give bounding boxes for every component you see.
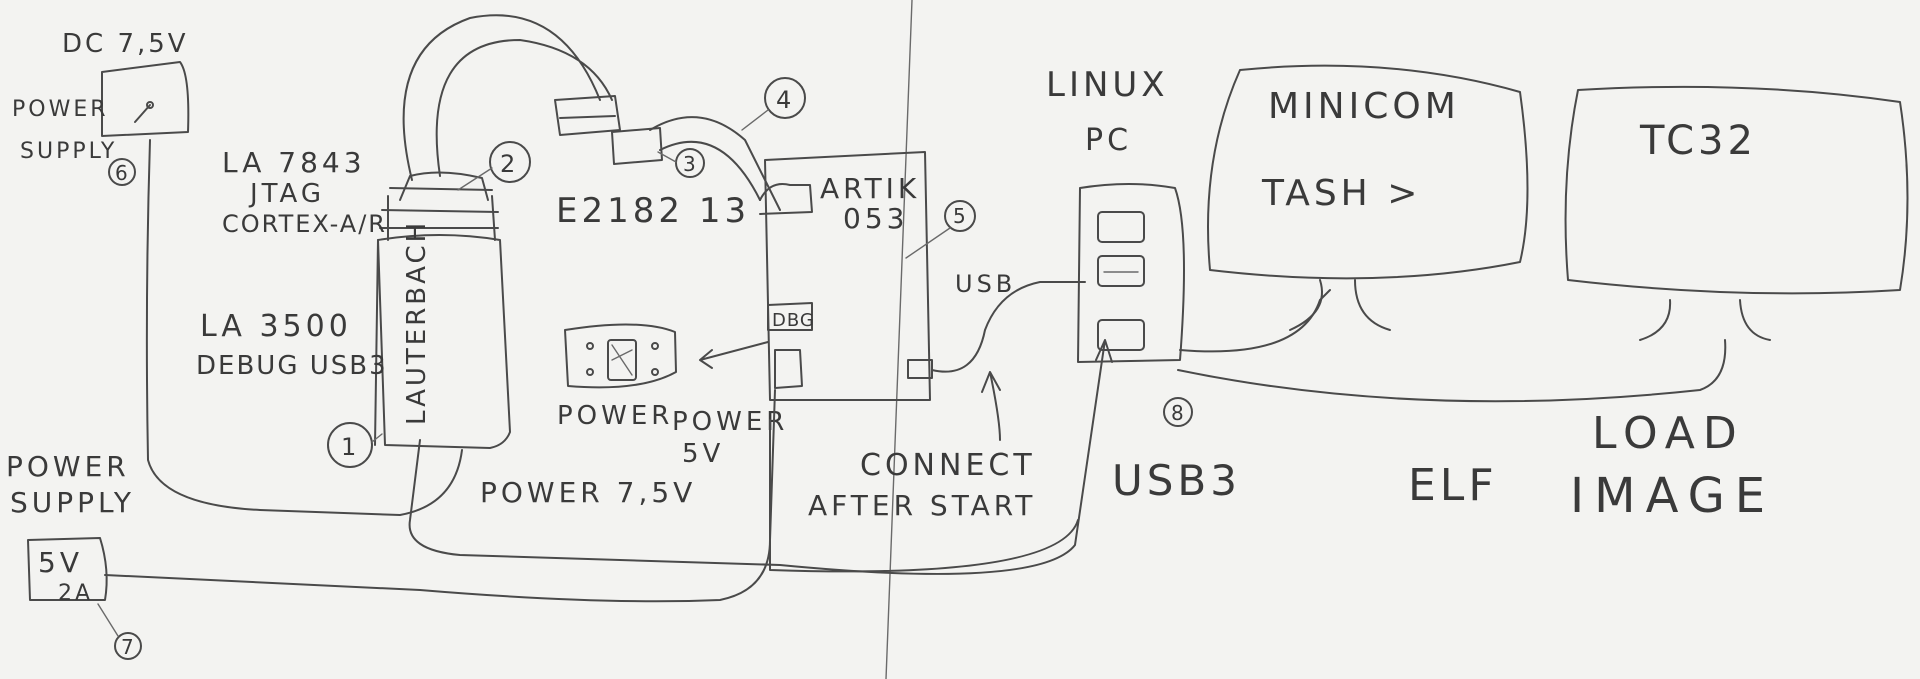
jtag-label-line3: CORTEX-A/R xyxy=(222,210,387,238)
power-supply-5v: POWER SUPPLY 5V 2A 7 xyxy=(6,450,142,660)
power-supply-dc-line2: SUPPLY xyxy=(20,139,117,164)
cable-power-5v xyxy=(104,389,776,603)
dbg-switch-label: DBG xyxy=(772,310,815,331)
dbg-switch xyxy=(767,302,813,331)
adapter-cable xyxy=(649,116,781,211)
adapter-label: E2182 13 xyxy=(556,191,750,231)
linux-pc-line2: PC xyxy=(1085,123,1132,158)
marker-4-label: 4 xyxy=(776,86,791,114)
artik-label-line1: ARTIK xyxy=(820,172,920,205)
paper-fold-line xyxy=(885,0,913,679)
marker-3-label: 3 xyxy=(683,152,696,176)
marker-8 xyxy=(1163,397,1193,427)
power-supply-dc-rating: DC 7,5V xyxy=(62,29,189,59)
load-image-line2: IMAGE xyxy=(1570,468,1775,524)
power-supply-5v-line2: SUPPLY xyxy=(10,486,135,519)
linux-pc-line1: LINUX xyxy=(1046,65,1169,105)
tc32-monitor: TC32 xyxy=(1564,85,1909,341)
marker-5-label: 5 xyxy=(953,204,966,228)
marker-1 xyxy=(327,422,373,468)
debug-label-line1: LA 3500 xyxy=(200,309,352,344)
power-supply-dc-line1: POWER xyxy=(12,97,109,122)
cable-usb-note-arrow xyxy=(981,371,1001,441)
marker-6 xyxy=(108,158,136,186)
connect-note-line1: CONNECT xyxy=(860,448,1036,483)
marker-7-label: 7 xyxy=(121,635,134,659)
minicom-title: MINICOM xyxy=(1268,86,1460,127)
marker-6-label: 6 xyxy=(115,161,128,185)
cable-pc-monitor xyxy=(1179,289,1331,353)
power-5v-line1: POWER xyxy=(672,407,788,437)
usb-port-artik xyxy=(907,359,933,379)
artik-053-board: ARTIK 053 5 DBG xyxy=(759,151,976,401)
marker-2-label: 2 xyxy=(500,150,515,178)
connect-note-line2: AFTER START xyxy=(808,489,1036,522)
marker-2 xyxy=(489,141,531,183)
usb-label: USB xyxy=(955,270,1016,298)
power-supply-dc: DC 7,5V POWER SUPPLY 6 xyxy=(12,29,190,186)
load-image-line1: LOAD xyxy=(1592,408,1745,459)
jtag-cable xyxy=(402,14,613,181)
usb3-label: USB3 xyxy=(1112,456,1241,505)
power-supply-5v-line1: POWER xyxy=(6,450,130,483)
marker-4 xyxy=(764,77,806,119)
debug-label-line2: DEBUG USB3 xyxy=(196,351,388,381)
power-switch-label: POWER xyxy=(557,401,673,431)
linux-pc: LINUX PC USB3 8 xyxy=(1046,65,1241,505)
minicom-monitor: MINICOM TASH > xyxy=(1207,64,1529,331)
usb-port-debug xyxy=(774,349,803,389)
minicom-prompt: TASH > xyxy=(1261,173,1421,214)
jtag-label-line1: LA 7843 xyxy=(222,146,366,179)
power-supply-5v-current: 2A xyxy=(58,581,93,606)
power-switch: POWER xyxy=(557,323,769,431)
marker-8-label: 8 xyxy=(1171,401,1184,425)
tc32-title: TC32 xyxy=(1639,118,1757,164)
cable-power-7-5v xyxy=(145,139,463,516)
artik-label-line2: 053 xyxy=(843,202,908,235)
cable-pc-load-image xyxy=(1177,339,1727,403)
power-5v-line2: 5V xyxy=(682,439,724,469)
marker-5 xyxy=(944,200,976,232)
elf-label: ELF xyxy=(1408,460,1498,511)
lauterbach-device-label: LAUTERBACH xyxy=(402,220,432,425)
adapter-e218213: 3 E2182 13 xyxy=(554,95,750,231)
cable-artik-usb xyxy=(931,281,1086,373)
lauterbach-debugger: LAUTERBACH 2 1 xyxy=(327,141,531,468)
cable-artik-return xyxy=(769,419,1079,573)
jtag-label-line2: JTAG xyxy=(248,179,325,209)
power-7-5v-label: POWER 7,5V xyxy=(480,476,696,509)
power-supply-5v-rating: 5V xyxy=(38,546,83,579)
marker-7 xyxy=(114,632,142,660)
marker-1-label: 1 xyxy=(341,433,356,461)
